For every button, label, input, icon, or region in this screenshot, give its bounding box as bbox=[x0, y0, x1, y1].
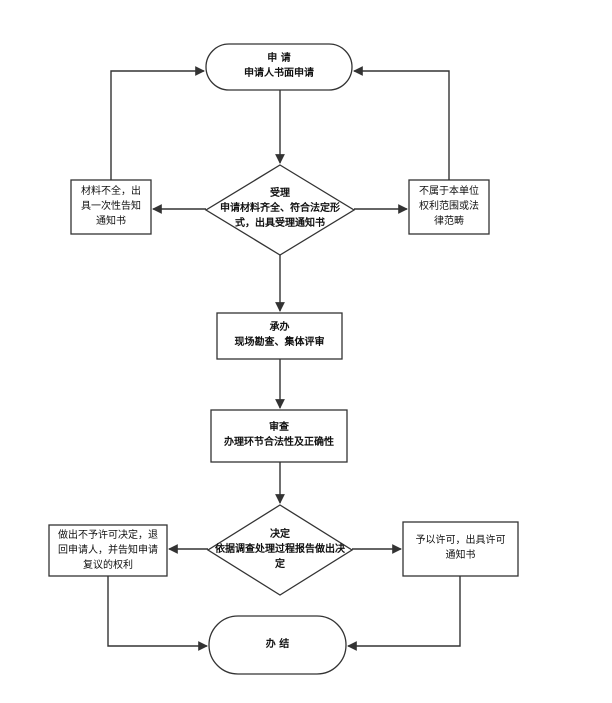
out-of-scope-label: 不属于本单位 权利范围或法 律范畴 bbox=[409, 184, 489, 229]
incomplete-line3: 通知书 bbox=[96, 216, 126, 227]
decide-title: 决定 bbox=[270, 529, 290, 540]
accept-line1: 申请材料齐全、符合法定形 bbox=[220, 203, 340, 214]
incomplete-box bbox=[70, 179, 152, 235]
deny-line2: 回申请人，并告知申请 bbox=[58, 545, 158, 556]
apply-terminal bbox=[205, 43, 353, 91]
out-of-scope-line1: 不属于本单位 bbox=[419, 186, 479, 197]
done-label: 办 结 bbox=[209, 637, 346, 652]
accept-title: 受理 bbox=[270, 188, 290, 199]
grant-label: 予以许可，出具许可 通知书 bbox=[403, 533, 518, 563]
done-title: 办 结 bbox=[265, 639, 290, 650]
incomplete-line2: 具一次性告知 bbox=[81, 201, 141, 212]
out-of-scope-line3: 律范畴 bbox=[434, 216, 464, 227]
grant-line1: 予以许可，出具许可 bbox=[415, 535, 506, 546]
handle-subtitle: 现场勘查、集体评审 bbox=[234, 337, 325, 348]
incomplete-line1: 材料不全，出 bbox=[81, 186, 141, 197]
edge-incomplete-apply bbox=[110, 66, 205, 180]
decide-line1: 依据调查处理过程报告做出决 bbox=[215, 544, 345, 555]
apply-title: 申 请 bbox=[267, 53, 291, 64]
apply-subtitle: 申请人书面申请 bbox=[244, 68, 314, 79]
done-terminal bbox=[208, 615, 347, 675]
accept-label: 受理 申请材料齐全、符合法定形 式，出具受理通知书 bbox=[206, 186, 354, 231]
edge-outofscope-apply bbox=[353, 66, 450, 180]
out-of-scope-line2: 权利范围或法 bbox=[419, 201, 479, 212]
deny-label: 做出不予许可决定，退 回申请人，并告知申请 复议的权利 bbox=[49, 528, 167, 573]
incomplete-label: 材料不全，出 具一次性告知 通知书 bbox=[71, 184, 151, 229]
review-box bbox=[210, 409, 348, 463]
edge-deny-done bbox=[107, 576, 208, 651]
decide-line2: 定 bbox=[275, 559, 285, 570]
apply-label: 申 请 申请人书面申请 bbox=[206, 51, 352, 81]
handle-label: 承办 现场勘查、集体评审 bbox=[217, 320, 342, 350]
review-subtitle: 办理环节合法性及正确性 bbox=[224, 437, 334, 448]
accept-line2: 式，出具受理通知书 bbox=[235, 218, 325, 229]
review-label: 审查 办理环节合法性及正确性 bbox=[211, 420, 347, 450]
deny-line1: 做出不予许可决定，退 bbox=[58, 530, 158, 541]
decide-label: 决定 依据调查处理过程报告做出决 定 bbox=[208, 527, 352, 572]
deny-line3: 复议的权利 bbox=[83, 560, 133, 571]
review-title: 审查 bbox=[269, 422, 289, 433]
edge-grant-done bbox=[347, 576, 461, 651]
grant-line2: 通知书 bbox=[445, 550, 476, 561]
decide-decision bbox=[206, 504, 354, 596]
grant-box bbox=[402, 521, 519, 577]
deny-box bbox=[48, 524, 168, 577]
handle-title: 承办 bbox=[269, 322, 290, 333]
handle-box bbox=[216, 312, 343, 360]
